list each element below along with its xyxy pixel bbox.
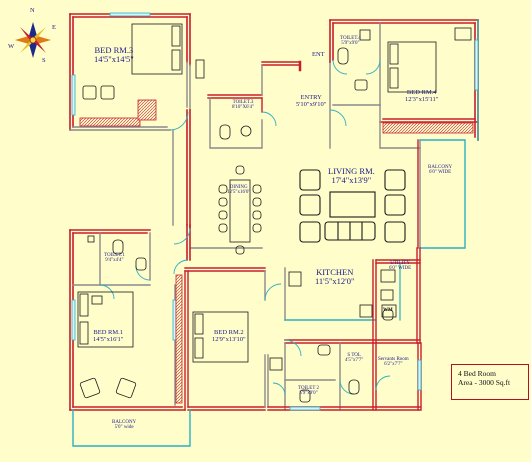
bed-room-1-walls <box>69 229 186 411</box>
toilet-fixture-icon <box>87 235 147 271</box>
compass-rose-icon <box>15 22 51 58</box>
legend-area: Area - 3000 Sq.ft <box>458 378 511 388</box>
bed-icon <box>387 41 437 93</box>
bed-icon <box>192 311 249 363</box>
toilet-fixture-icon <box>337 29 371 91</box>
plan-legend: 4 Bed Room Area - 3000 Sq.ft <box>451 364 529 400</box>
entry-walls <box>261 60 331 149</box>
washing-machine-label: WM <box>383 308 393 313</box>
washing-machine-icon <box>381 304 397 318</box>
bed-room-3-walls <box>69 13 191 229</box>
compass-north-label: N <box>30 7 35 14</box>
dresser-icon <box>454 27 472 41</box>
stove-icon <box>288 271 302 287</box>
room-label-ent: ENT <box>312 51 325 58</box>
sofa-set-icon <box>299 169 406 243</box>
compass-west-label: W <box>8 43 15 50</box>
cabinet-icon <box>269 357 283 371</box>
bed-room-2-walls <box>184 267 269 411</box>
room-label-living: LIVING RM.17'4"x13'9" <box>328 166 375 185</box>
dining-table-icon <box>218 165 262 255</box>
bed-icon <box>131 23 183 75</box>
toilet-fixture-icon <box>299 344 360 403</box>
wardrobe-icon <box>195 59 205 79</box>
armchair-icon <box>79 377 137 399</box>
window-strips <box>71 12 479 411</box>
compass-south-label: S <box>42 57 46 64</box>
toilet-3-walls <box>207 94 263 149</box>
armchair-icon <box>82 85 115 100</box>
balcony-right-outline <box>419 19 479 249</box>
legend-bedrooms: 4 Bed Room <box>458 369 496 378</box>
kitchen-walls <box>284 247 421 344</box>
balcony-bottom-outline <box>72 409 191 447</box>
toilet-fixture-icon <box>219 124 252 140</box>
bed-icon <box>77 291 134 348</box>
compass-east-label: E <box>52 24 56 31</box>
utility-fixture-icon <box>359 269 396 321</box>
structural-columns <box>79 99 474 404</box>
living-room-walls <box>186 139 421 261</box>
